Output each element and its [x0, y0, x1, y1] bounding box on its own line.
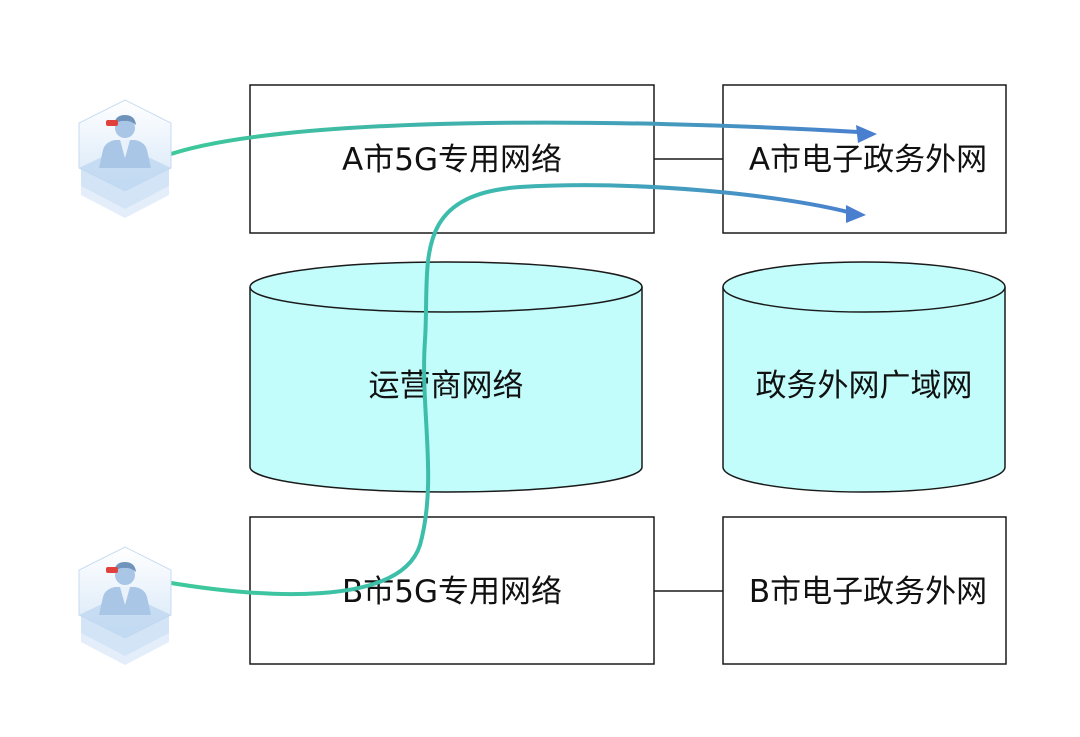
path-user-b-to-egov-a	[163, 183, 866, 597]
operator-network-cylinder: 运营商网络	[249, 261, 643, 493]
city-a-egov-network-label: A市电子政务外网	[749, 142, 987, 178]
user-terminal-icon	[78, 546, 172, 666]
city-b-5g-network-label: B市5G专用网络	[342, 574, 562, 610]
city-b-5g-network-box: B市5G专用网络	[249, 516, 655, 665]
city-a-5g-network-label: A市5G专用网络	[342, 142, 562, 178]
operator-network-label: 运营商网络	[369, 368, 524, 404]
city-b-egov-network-box: B市电子政务外网	[722, 516, 1007, 665]
user-terminal-icon	[78, 99, 172, 219]
egov-wan-label: 政务外网广域网	[756, 368, 973, 404]
path-user-a-to-egov-a	[163, 120, 877, 158]
city-b-egov-network-label: B市电子政务外网	[749, 574, 987, 610]
city-a-egov-network-box: A市电子政务外网	[722, 84, 1007, 234]
arrowhead-a	[856, 125, 877, 143]
arrowhead-b	[846, 205, 866, 223]
egov-wan-cylinder: 政务外网广域网	[722, 261, 1006, 493]
